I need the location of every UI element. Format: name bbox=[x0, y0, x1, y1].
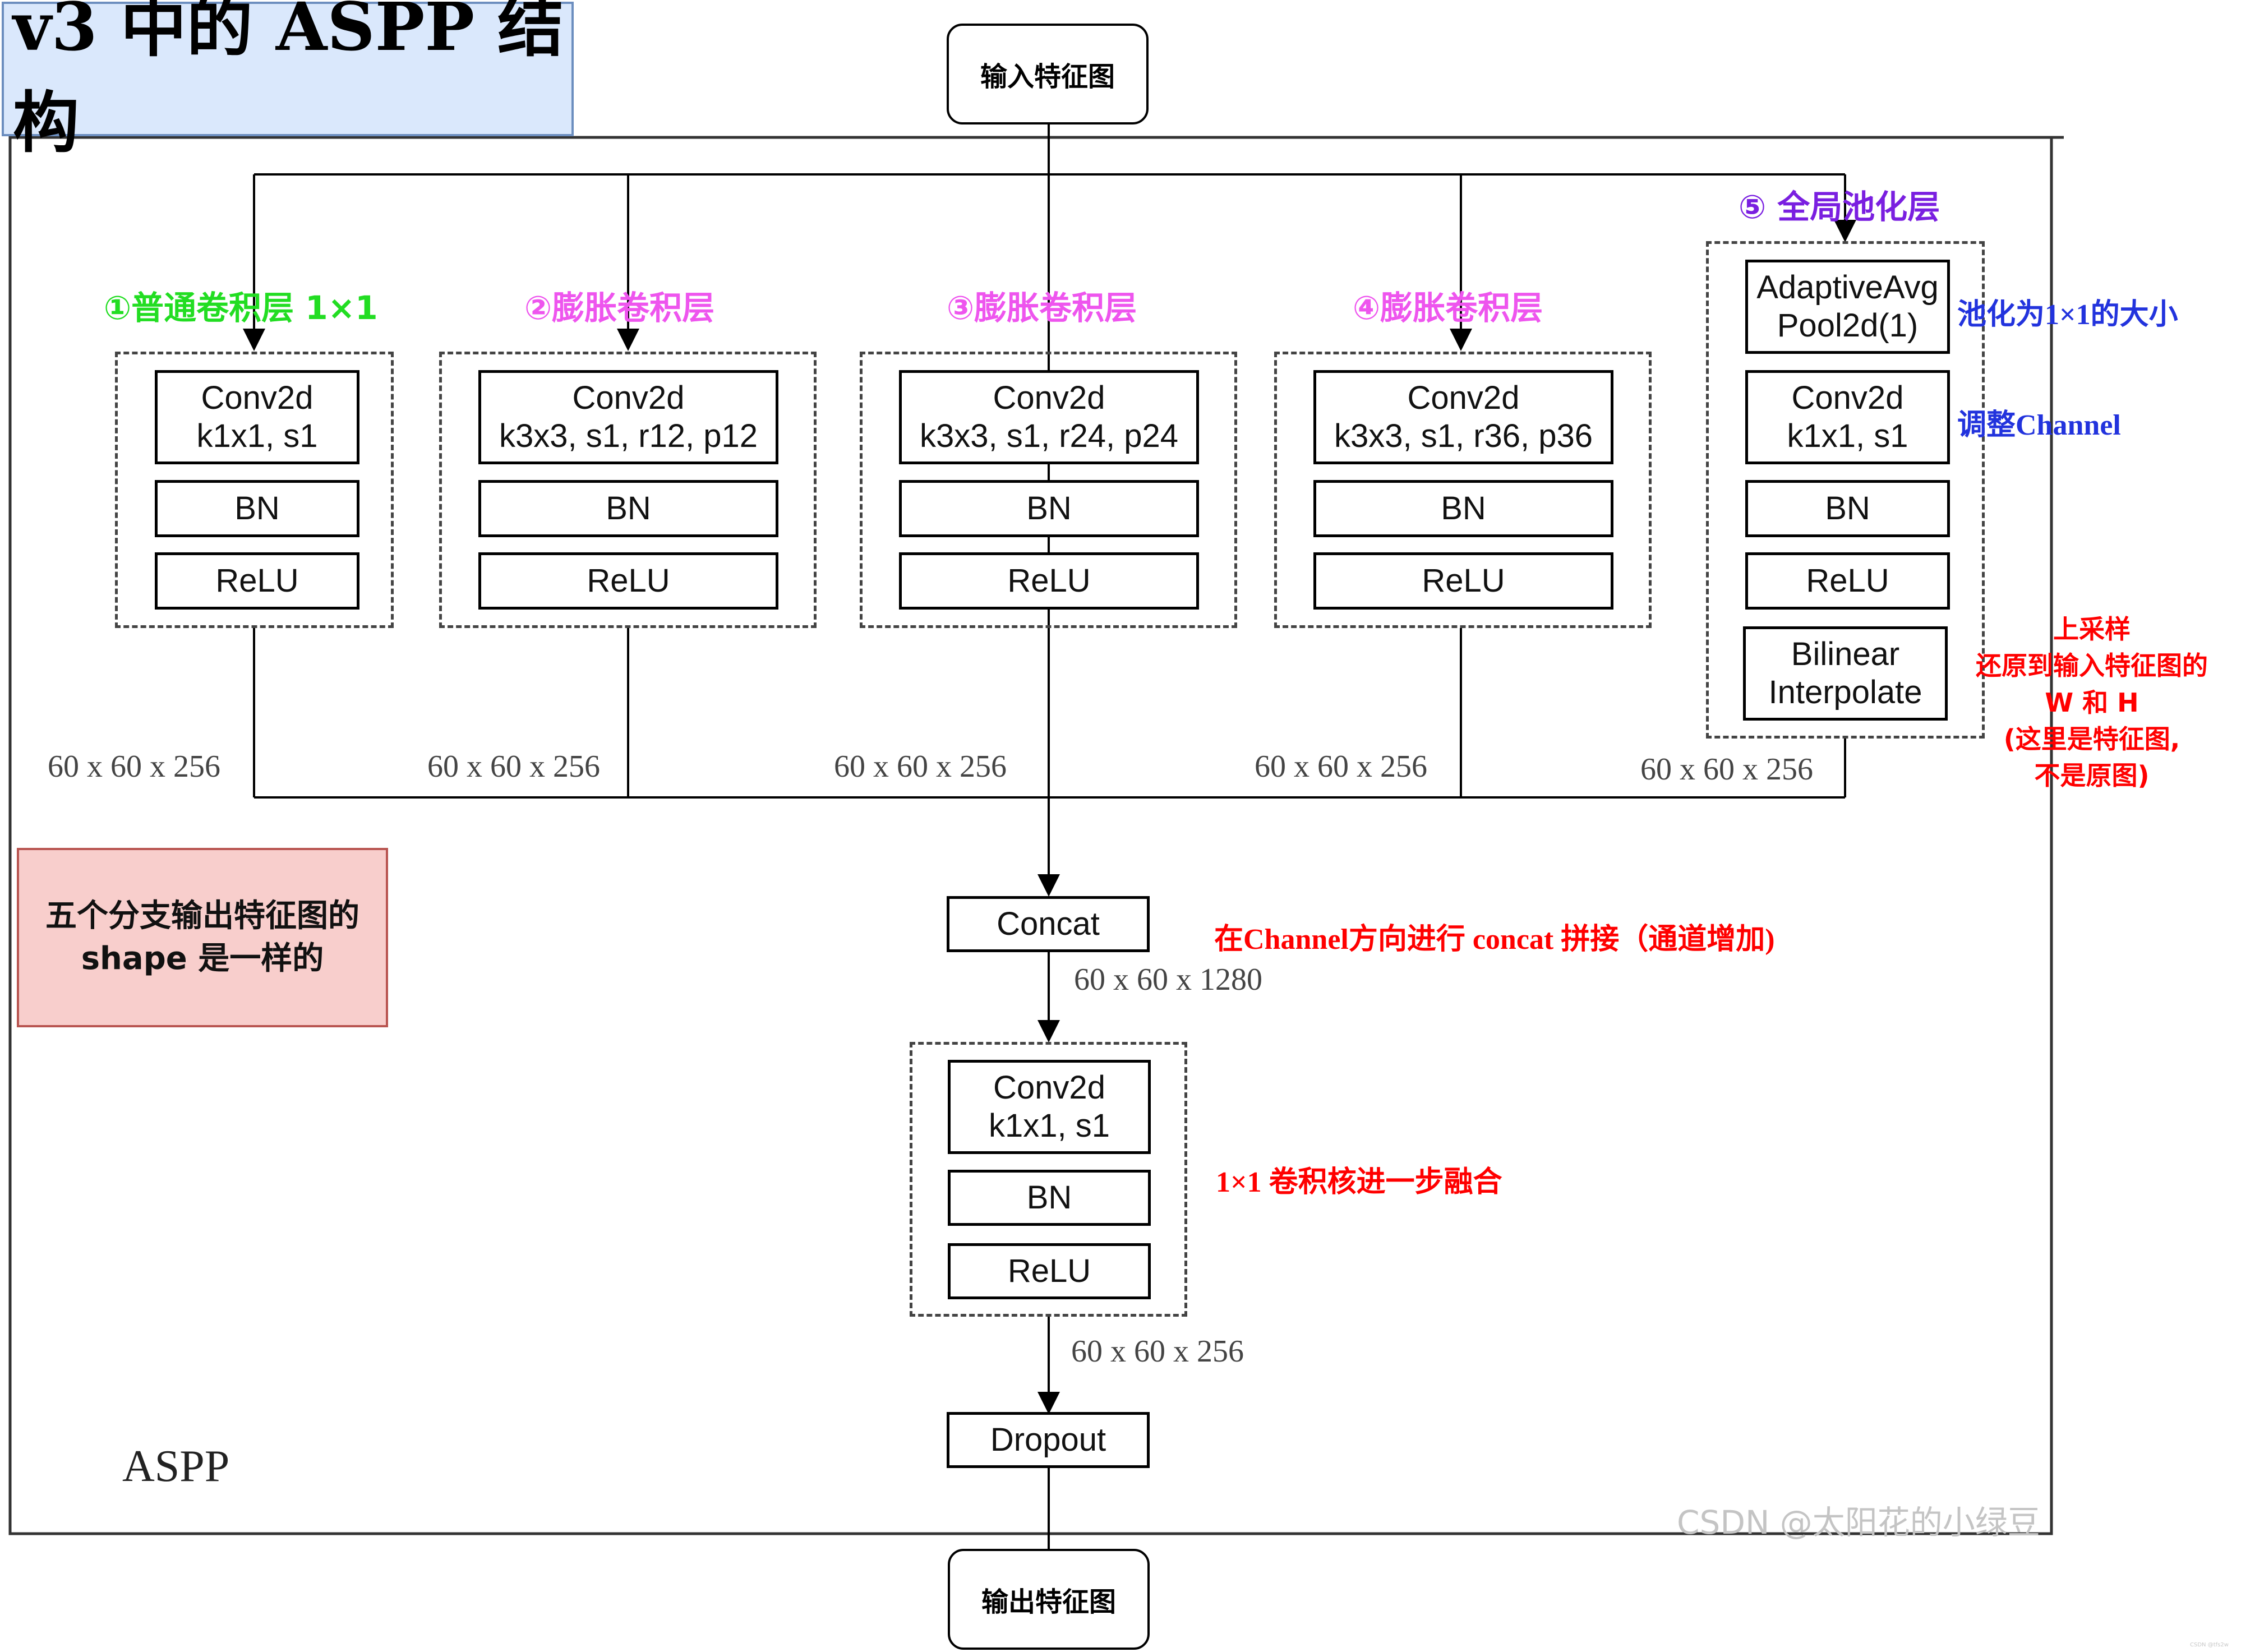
branch4-conv-line2: k3x3, s1, r36, p36 bbox=[1334, 418, 1593, 454]
branch3-conv-line2: k3x3, s1, r24, p24 bbox=[919, 418, 1179, 454]
csdn-watermark: CSDN @太阳花的小绿豆 bbox=[1677, 1503, 2040, 1542]
branch1-bn-box: BN bbox=[155, 480, 359, 537]
branch4-bn-box: BN bbox=[1313, 480, 1613, 537]
branch5-conv-line1: Conv2d bbox=[1791, 379, 1904, 416]
branch3-conv2d-box: Conv2d k3x3, s1, r24, p24 bbox=[899, 370, 1199, 464]
branch2-dim-label: 60 x 60 x 256 bbox=[427, 749, 600, 784]
fuse-conv2d-box: Conv2d k1x1, s1 bbox=[948, 1060, 1151, 1154]
same-shape-line2: shape 是一样的 bbox=[81, 940, 324, 977]
branch5-interp-line2: Interpolate bbox=[1768, 674, 1922, 710]
branch2-label: ②膨胀卷积层 bbox=[524, 289, 715, 327]
branch3-bn-box: BN bbox=[899, 480, 1199, 537]
fuse-bn-box: BN bbox=[948, 1170, 1151, 1226]
branch1-group bbox=[115, 352, 394, 628]
branch3-dim-label: 60 x 60 x 256 bbox=[834, 749, 1007, 784]
branch5-conv-line2: k1x1, s1 bbox=[1787, 418, 1908, 454]
branch1-relu-box: ReLU bbox=[155, 552, 359, 610]
upsample-note-line1: 上采样 bbox=[2053, 614, 2131, 644]
concat-dim-label: 60 x 60 x 1280 bbox=[1074, 962, 1262, 997]
branch2-conv-line1: Conv2d bbox=[572, 379, 685, 416]
branch5-group bbox=[1706, 241, 1985, 739]
aspp-container-label: ASPP bbox=[122, 1442, 230, 1491]
branch4-conv-line1: Conv2d bbox=[1407, 379, 1520, 416]
branch2-group bbox=[439, 352, 817, 628]
fuse-note: 1×1 卷积核进一步融合 bbox=[1216, 1166, 1502, 1198]
branch5-interp-line1: Bilinear bbox=[1791, 635, 1900, 672]
upsample-note-line3: W 和 H bbox=[2045, 687, 2139, 718]
branch5-label: ⑤ 全局池化层 bbox=[1739, 188, 1940, 226]
page-title: v3 中的 ASPP 结构 bbox=[2, 0, 574, 161]
branch3-relu-box: ReLU bbox=[899, 552, 1199, 610]
branch2-bn-box: BN bbox=[478, 480, 778, 537]
branch2-relu-box: ReLU bbox=[478, 552, 778, 610]
branch5-relu-box: ReLU bbox=[1745, 552, 1950, 610]
upsample-note-line5: 不是原图) bbox=[2034, 760, 2150, 791]
same-shape-note: 五个分支输出特征图的 shape 是一样的 bbox=[17, 848, 388, 1027]
small-watermark: CSDN @tfs2w bbox=[2190, 1642, 2229, 1648]
branch1-conv-line2: k1x1, s1 bbox=[196, 418, 318, 454]
branch2-conv2d-box: Conv2d k3x3, s1, r12, p12 bbox=[478, 370, 778, 464]
branch5-conv2d-box: Conv2d k1x1, s1 bbox=[1745, 370, 1950, 464]
dropout-box: Dropout bbox=[947, 1412, 1150, 1468]
fuse-conv-line1: Conv2d bbox=[993, 1069, 1105, 1106]
upsample-note-line4: (这里是特征图, bbox=[2003, 723, 2180, 754]
branch3-label: ③膨胀卷积层 bbox=[947, 289, 1137, 327]
branch3-conv-line1: Conv2d bbox=[993, 379, 1105, 416]
branch5-pool-line2: Pool2d(1) bbox=[1777, 307, 1919, 344]
fuse-dim-label: 60 x 60 x 256 bbox=[1071, 1334, 1244, 1369]
branch5-bilinear-box: Bilinear Interpolate bbox=[1743, 626, 1948, 721]
concat-note: 在Channel方向进行 concat 拼接（通道增加) bbox=[1214, 924, 1775, 956]
upsample-note-line2: 还原到输入特征图的 bbox=[1976, 650, 2208, 681]
branch4-group bbox=[1274, 352, 1652, 628]
aspp-container bbox=[8, 136, 2053, 1535]
concat-box: Concat bbox=[947, 896, 1150, 952]
branch4-conv2d-box: Conv2d k3x3, s1, r36, p36 bbox=[1313, 370, 1613, 464]
upsample-note: 上采样 还原到输入特征图的 W 和 H (这里是特征图, 不是原图) bbox=[1946, 611, 2238, 795]
branch1-conv-line1: Conv2d bbox=[201, 379, 313, 416]
fuse-group bbox=[910, 1042, 1187, 1317]
branch2-conv-line2: k3x3, s1, r12, p12 bbox=[499, 418, 758, 454]
adjust-channel-note: 调整Channel bbox=[1957, 409, 2121, 441]
branch3-group bbox=[860, 352, 1237, 628]
output-feature-map-node: 输出特征图 bbox=[948, 1549, 1150, 1650]
branch5-dim-label: 60 x 60 x 256 bbox=[1640, 752, 1813, 787]
branch4-label: ④膨胀卷积层 bbox=[1353, 289, 1543, 327]
same-shape-line1: 五个分支输出特征图的 bbox=[45, 898, 359, 935]
fuse-relu-box: ReLU bbox=[948, 1243, 1151, 1299]
pool-size-note: 池化为1×1的大小 bbox=[1957, 299, 2178, 331]
branch5-bn-box: BN bbox=[1745, 480, 1950, 537]
branch5-avgpool-box: AdaptiveAvg Pool2d(1) bbox=[1745, 260, 1950, 354]
branch1-dim-label: 60 x 60 x 256 bbox=[48, 749, 220, 784]
branch4-dim-label: 60 x 60 x 256 bbox=[1255, 749, 1427, 784]
fuse-conv-line2: k1x1, s1 bbox=[989, 1108, 1110, 1144]
branch1-label: ①普通卷积层 1×1 bbox=[104, 289, 378, 327]
input-feature-map-node: 输入特征图 bbox=[947, 24, 1149, 124]
branch1-conv2d-box: Conv2d k1x1, s1 bbox=[155, 370, 359, 464]
branch5-pool-line1: AdaptiveAvg bbox=[1756, 269, 1939, 306]
branch4-relu-box: ReLU bbox=[1313, 552, 1613, 610]
